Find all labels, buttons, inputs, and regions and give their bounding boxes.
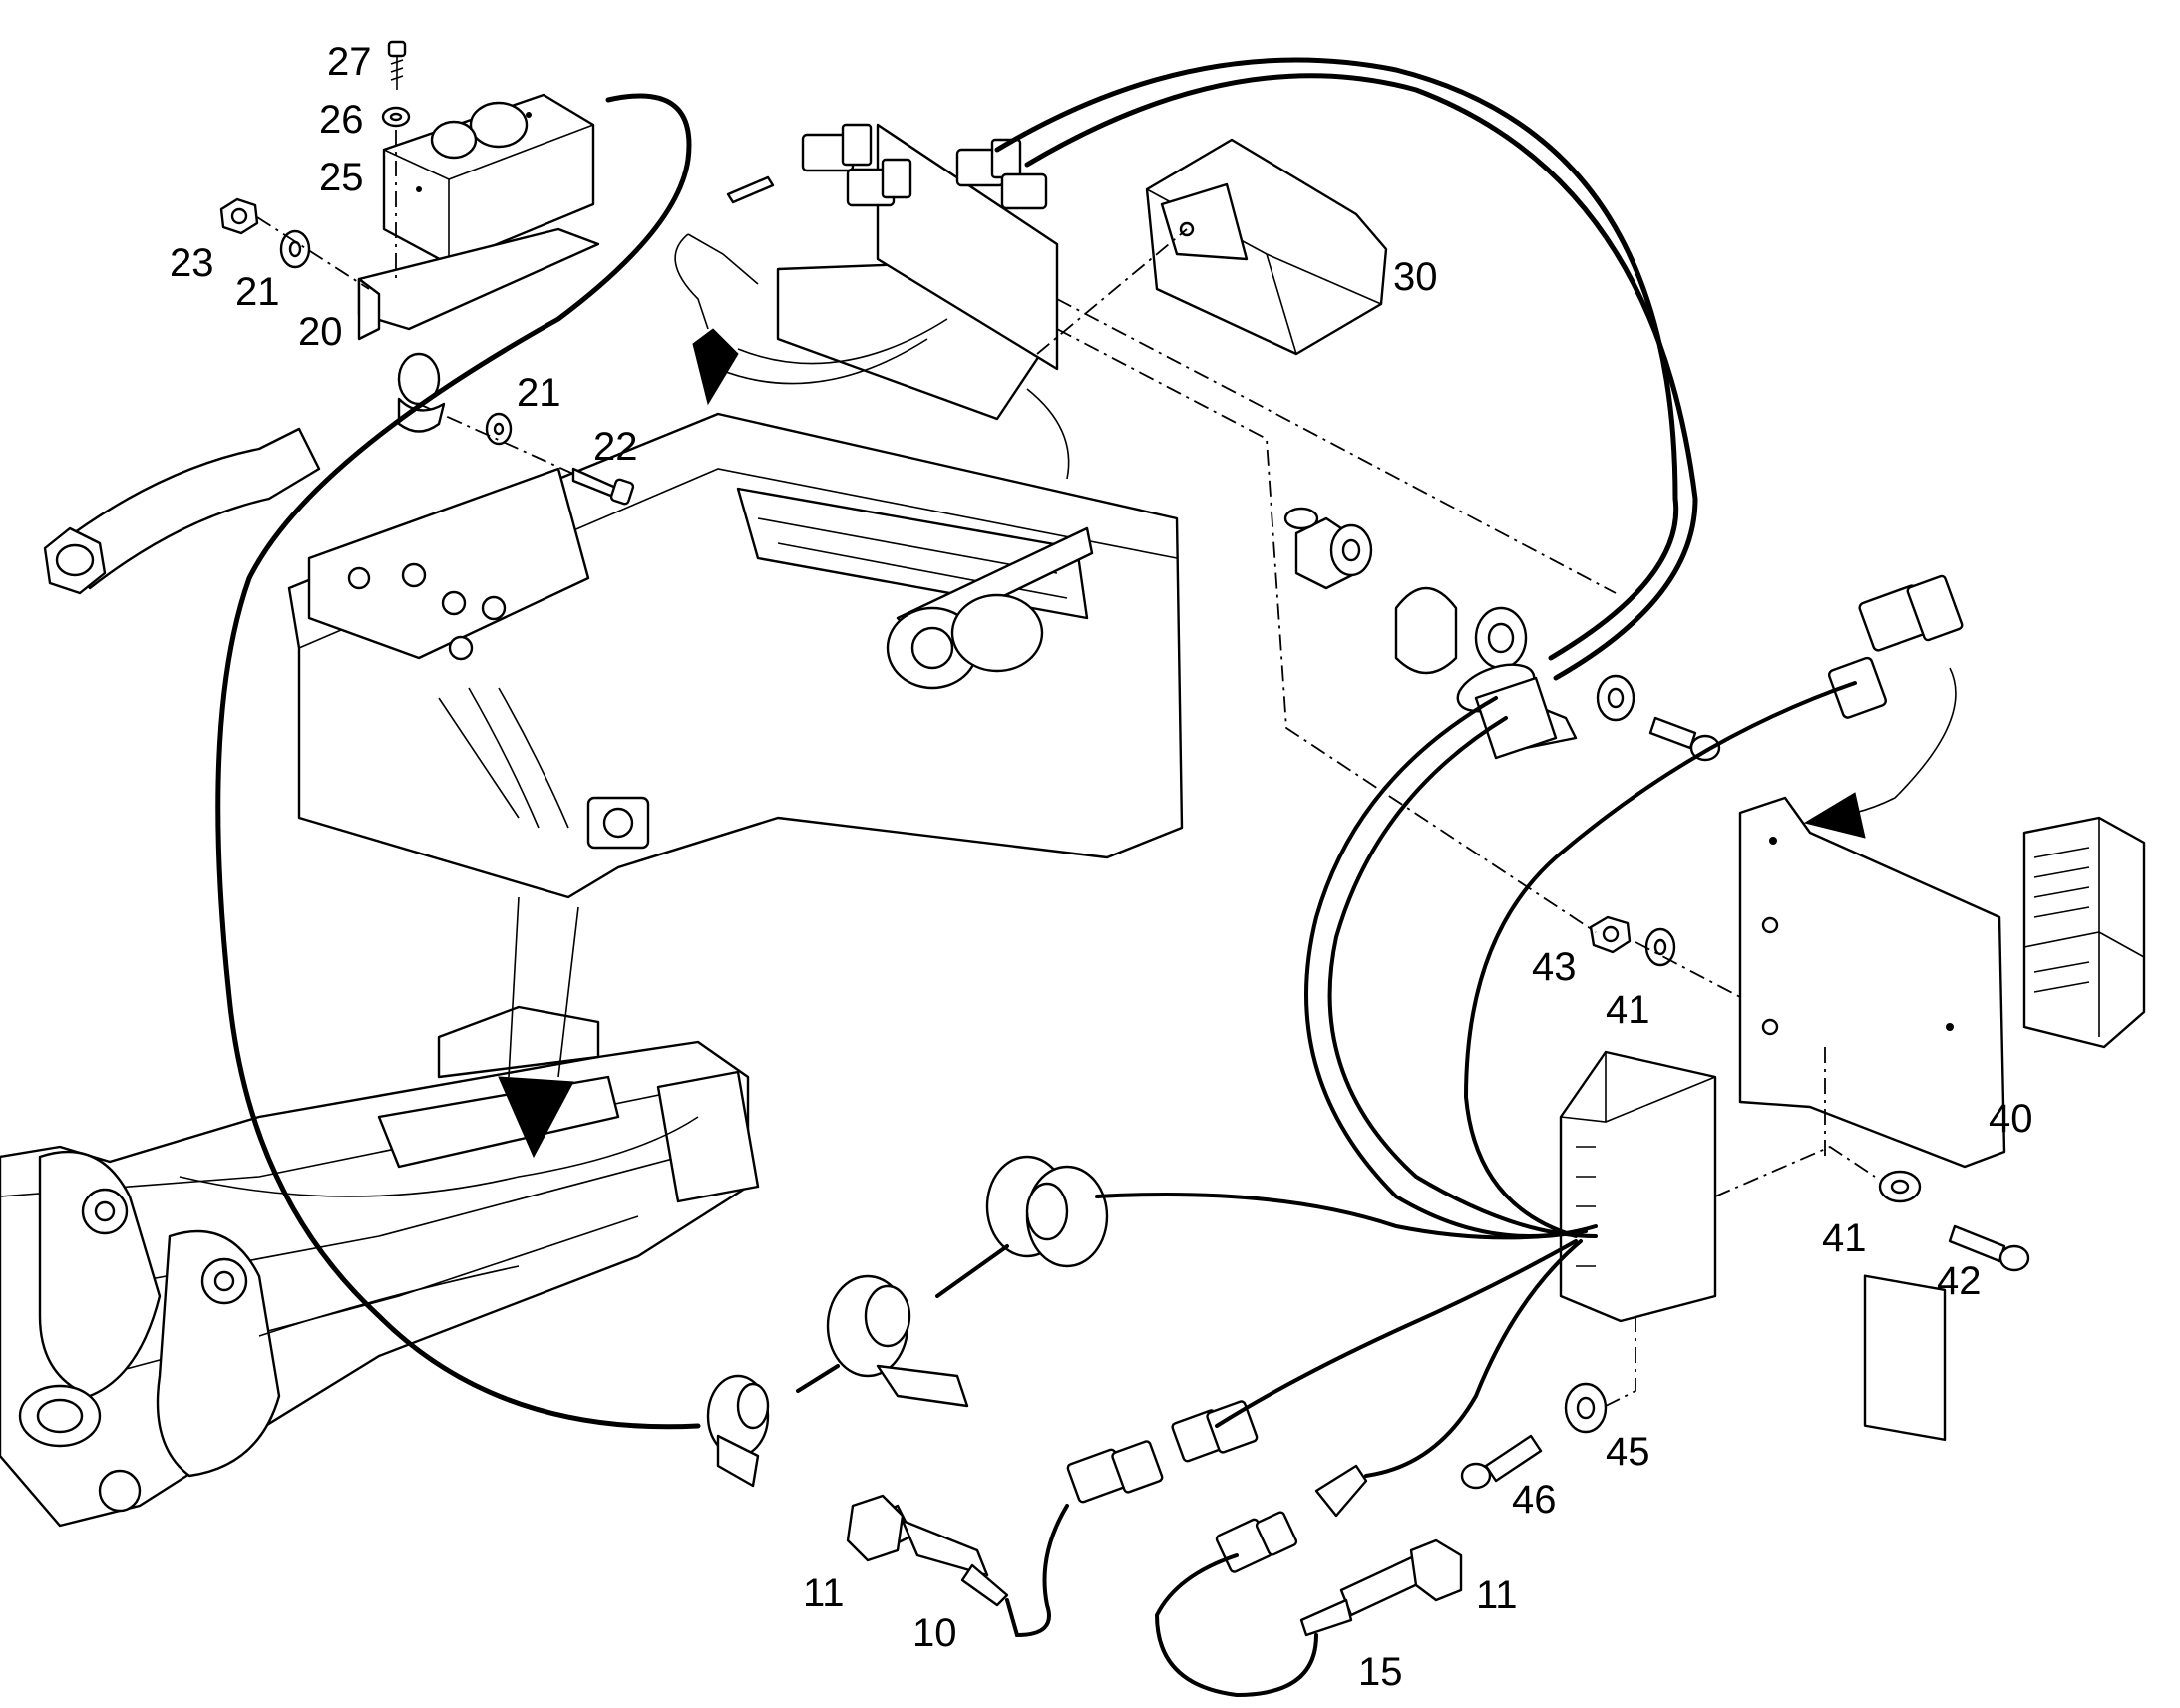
callout-41: 41 bbox=[1822, 1216, 1867, 1260]
callout-20: 20 bbox=[298, 310, 343, 354]
cable-terminal bbox=[1314, 1464, 1368, 1518]
callout-10: 10 bbox=[912, 1611, 957, 1655]
callout-21: 21 bbox=[517, 371, 561, 415]
washer-right-2 bbox=[1596, 674, 1635, 722]
connector-plug-right bbox=[1827, 574, 1964, 719]
connector-plug-15 bbox=[1215, 1511, 1298, 1573]
callout-27: 27 bbox=[327, 40, 372, 84]
callout-11: 11 bbox=[1476, 1573, 1518, 1617]
washer-part-26 bbox=[381, 106, 411, 128]
callout-23: 23 bbox=[170, 241, 214, 285]
pin-terminal bbox=[726, 175, 775, 204]
washer-part-21-lower bbox=[485, 412, 513, 446]
nut-part-11-left bbox=[846, 1494, 905, 1562]
nut-part-43 bbox=[1589, 915, 1632, 954]
assembly-line bbox=[1635, 941, 1741, 998]
callout-46: 46 bbox=[1512, 1478, 1557, 1522]
callout-43: 43 bbox=[1532, 945, 1577, 989]
assembly-line bbox=[1056, 298, 1617, 594]
callout-21: 21 bbox=[235, 270, 280, 314]
bolt-part-46 bbox=[1460, 1434, 1543, 1490]
assembly-line bbox=[1056, 328, 1597, 933]
washer-part-45 bbox=[1564, 1382, 1608, 1434]
bolt-part-22 bbox=[571, 467, 635, 506]
bolt-right bbox=[1648, 716, 1721, 762]
arrow-platform bbox=[674, 233, 759, 406]
cable-clip-2 bbox=[826, 1274, 969, 1408]
cable-clip-1 bbox=[706, 1374, 770, 1488]
callout-45: 45 bbox=[1606, 1430, 1650, 1474]
assembly-line bbox=[256, 216, 370, 290]
assembly-line bbox=[418, 403, 574, 475]
multi-pin-connector-plug bbox=[1559, 1050, 1717, 1323]
wiring-harness bbox=[215, 57, 1857, 1698]
callout-26: 26 bbox=[319, 98, 364, 142]
connector-plug-top-4 bbox=[1000, 172, 1048, 210]
screw-part-27 bbox=[387, 40, 407, 90]
callout-40: 40 bbox=[1989, 1097, 2033, 1141]
callout-25: 25 bbox=[319, 156, 364, 199]
callout-15: 15 bbox=[1358, 1650, 1403, 1694]
arrow-chassis bbox=[498, 896, 579, 1159]
nut-part-11-right bbox=[1409, 1538, 1463, 1602]
washer-part-21-upper bbox=[279, 229, 311, 269]
machine-chassis bbox=[0, 1005, 760, 1528]
connector-plug-mid bbox=[1171, 1400, 1259, 1463]
nut-part-23 bbox=[219, 197, 259, 235]
cover-part-30 bbox=[1145, 138, 1388, 356]
connector-plug-top-2 bbox=[846, 158, 912, 207]
washer-part-41-lower bbox=[1878, 1170, 1922, 1203]
callout-30: 30 bbox=[1393, 255, 1438, 299]
washer-right bbox=[1329, 523, 1373, 577]
washer-part-41-upper bbox=[1644, 927, 1676, 967]
cable-clip-3 bbox=[985, 1155, 1109, 1268]
sensor-part-15 bbox=[1299, 1553, 1428, 1637]
multi-pin-connector-receptacle bbox=[2022, 816, 2146, 1049]
mounting-plate-part-40 bbox=[1738, 796, 2006, 1442]
callout-42: 42 bbox=[1937, 1259, 1982, 1303]
callout-22: 22 bbox=[593, 425, 638, 469]
callout-11: 11 bbox=[803, 1571, 845, 1615]
control-box-part-25 bbox=[382, 93, 595, 266]
mounting-bracket-part-20 bbox=[357, 227, 600, 341]
connector-plug-10 bbox=[1066, 1440, 1164, 1504]
arrow-connector bbox=[1803, 667, 1957, 839]
connector-plug-top-1 bbox=[801, 123, 873, 172]
bolt-part-42 bbox=[1948, 1224, 2030, 1272]
operator-platform-frame bbox=[287, 123, 1184, 899]
assembly-line bbox=[1036, 228, 1188, 355]
assembly-line bbox=[1605, 1316, 1636, 1407]
hydraulic-hose-fitting bbox=[43, 427, 321, 595]
grommet-left bbox=[397, 352, 446, 433]
callout-41: 41 bbox=[1606, 988, 1650, 1032]
assembly-line bbox=[1714, 1145, 1876, 1197]
